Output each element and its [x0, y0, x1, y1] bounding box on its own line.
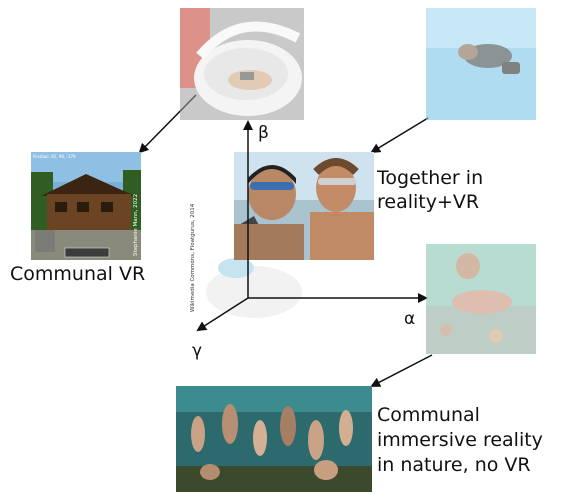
minecraft-hud-position: Position: 81, 98, -179	[33, 154, 76, 159]
together-caption-line2: reality+VR	[377, 191, 480, 213]
alpha-label: α	[404, 309, 415, 329]
float-tank-photo	[180, 8, 304, 120]
underwater-diver-photo	[426, 8, 536, 120]
together-caption-line1: Together in	[377, 167, 484, 189]
two-swimmers-photo	[234, 152, 374, 260]
underwater-group-photo	[176, 386, 372, 492]
arrow-to-together	[370, 117, 429, 154]
gamma-label: γ	[192, 341, 202, 361]
beta-label: β	[258, 123, 269, 143]
minecraft-screenshot: Position: 81, 98, -179 Stephanie Mann, 2…	[31, 152, 141, 260]
swimmer-rocks-photo	[426, 244, 536, 354]
nature-caption-line2: immersive reality	[377, 429, 543, 451]
nature-caption-line1: Communal	[377, 404, 480, 426]
gamma-axis	[196, 297, 249, 332]
communal-vr-caption: Communal VR	[10, 263, 146, 285]
nature-caption-line3: in nature, no VR	[377, 454, 531, 476]
arrow-to-nature	[370, 354, 433, 387]
